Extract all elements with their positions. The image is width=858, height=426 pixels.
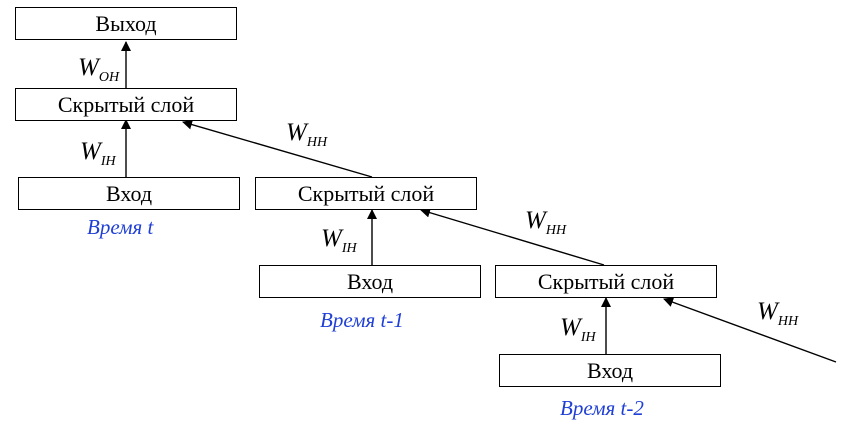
weight-label-ih-t-1: WIH: [321, 225, 357, 256]
output-box: Выход: [15, 7, 237, 40]
arrow-previous-to-hidden-t2: [663, 297, 837, 363]
input-box-t-2: Вход: [499, 354, 721, 387]
hidden-layer-box-t: Скрытый слой: [15, 88, 237, 121]
arrow-hidden-t2-to-hidden-t1: [420, 207, 605, 266]
weight-label-hh-2: WHH: [525, 207, 567, 238]
weight-label-hh-1: WHH: [286, 119, 328, 150]
input-box-t: Вход: [18, 177, 240, 210]
input-box-t-1: Вход: [259, 265, 481, 298]
weight-label-oh: WOH: [78, 54, 120, 85]
weight-label-ih-t: WIH: [80, 138, 116, 169]
arrow-hidden-t1-to-hidden-t: [182, 119, 373, 178]
time-label-t-2: Время t-2: [560, 396, 644, 420]
hidden-layer-box-t-2: Скрытый слой: [495, 265, 717, 298]
weight-label-hh-3: WHH: [757, 298, 799, 329]
weight-label-ih-t-2: WIH: [560, 314, 596, 345]
hidden-layer-box-t-1: Скрытый слой: [255, 177, 477, 210]
time-label-t-1: Время t-1: [320, 308, 404, 332]
time-label-t: Время t: [87, 215, 154, 239]
